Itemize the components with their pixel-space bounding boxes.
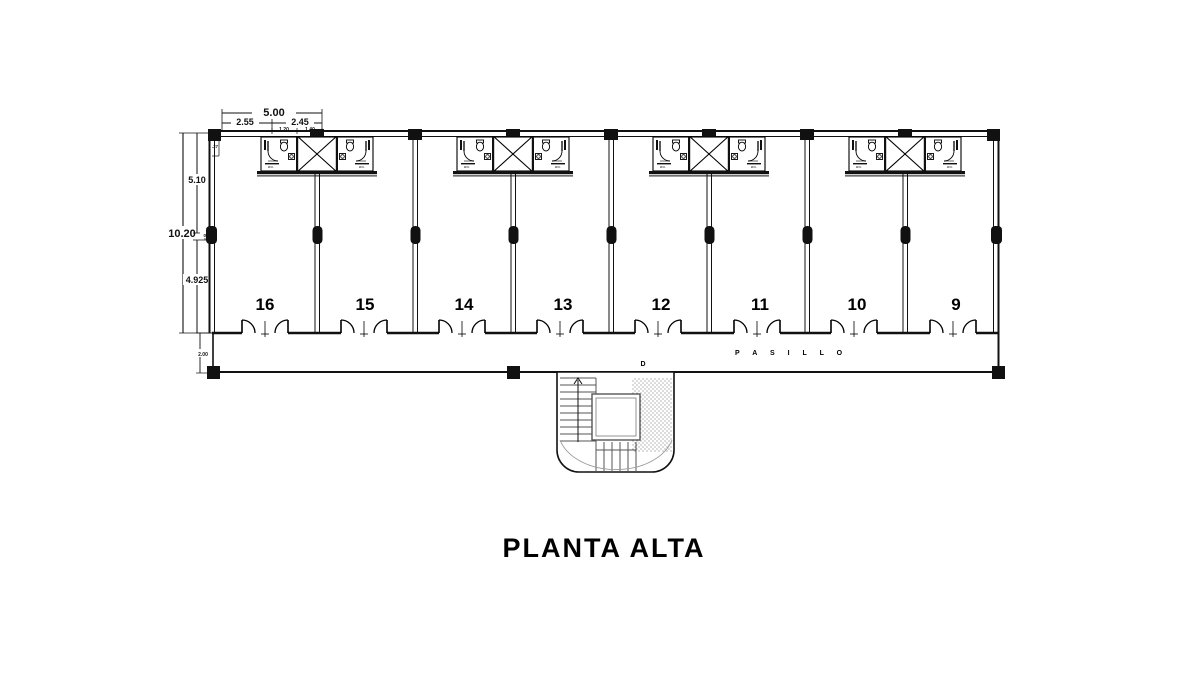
- column-top: [898, 129, 912, 140]
- dim-lower-depth: 4.925: [186, 275, 209, 285]
- column-corner-top-right: [987, 129, 1000, 141]
- stair-treads-bottom: [595, 442, 637, 472]
- room-label-13: 13: [554, 295, 573, 314]
- dim-overall-bay-width: 5.00: [263, 107, 284, 119]
- dim-overall-depth: 10.20: [168, 228, 196, 240]
- stair-arc-guide: [559, 439, 673, 471]
- column-top: [604, 129, 618, 140]
- column-top: [408, 129, 422, 140]
- bathroom-module: [648, 136, 770, 178]
- dim-left-sub-width: 2.55: [236, 117, 254, 127]
- dim-right-sub-width: 2.45: [291, 117, 309, 127]
- column-top: [800, 129, 814, 140]
- dim-corridor-depth: 2.00: [198, 352, 208, 358]
- column-right-mid: [991, 226, 1002, 244]
- column-top: [702, 129, 716, 140]
- room-label-14: 14: [455, 295, 474, 314]
- room-label-10: 10: [848, 295, 867, 314]
- bathroom-module: [256, 136, 378, 178]
- room-label-11: 11: [751, 295, 769, 314]
- column-corridor-mid: [507, 366, 520, 379]
- bathroom-module: [452, 136, 574, 178]
- page-title: PLANTA ALTA: [503, 533, 706, 563]
- stair-label-d: D: [640, 361, 645, 368]
- room-number-labels: 16 15 14 13 12 11 10 9: [256, 295, 961, 314]
- partition-wall: [606, 136, 617, 333]
- room-label-9: 9: [951, 295, 960, 314]
- top-wall-columns: [208, 129, 1000, 141]
- corridor-wall: [207, 319, 1005, 379]
- room-label-16: 16: [256, 295, 275, 314]
- column-corner-top-left: [208, 129, 221, 141]
- staircase: [556, 371, 675, 473]
- column-top: [506, 129, 520, 140]
- room-label-15: 15: [356, 295, 375, 314]
- column-top: [310, 129, 324, 140]
- partition-wall: [802, 136, 813, 333]
- room-label-12: 12: [652, 295, 671, 314]
- corridor-label: P A S I L L O: [735, 350, 848, 357]
- column-corridor-right: [992, 366, 1005, 379]
- dim-upper-depth: 5.10: [188, 175, 206, 185]
- column-corridor-left: [207, 366, 220, 379]
- partition-wall: [410, 136, 421, 333]
- dim-tick-small: .27: [212, 144, 218, 149]
- column-left-mid: [206, 226, 217, 244]
- bathroom-module: [844, 136, 966, 178]
